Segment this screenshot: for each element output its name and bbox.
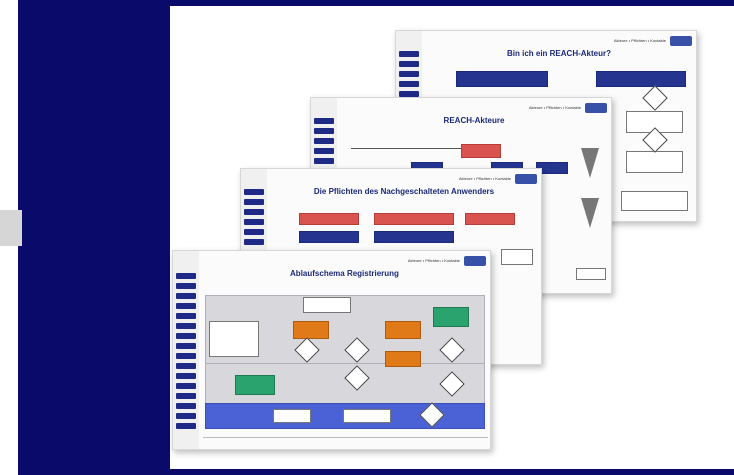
slide-header: Akteure • Pflichten • Kontakte <box>337 102 611 116</box>
slide-header: Akteure • Pflichten • Kontakte <box>267 173 541 187</box>
frame-bottom-border <box>18 469 734 475</box>
slide-sidebar <box>173 251 199 449</box>
breadcrumb: Akteure • Pflichten • Kontakte <box>407 258 460 263</box>
brand-logo-icon <box>670 36 692 46</box>
brand-logo-icon <box>464 256 486 266</box>
slide-title: Die Pflichten des Nachgeschalteten Anwen… <box>313 187 495 196</box>
breadcrumb: Akteure • Pflichten • Kontakte <box>528 105 581 110</box>
slide-title: Ablaufschema Registrierung <box>290 269 399 278</box>
side-tab[interactable] <box>0 210 22 246</box>
slide-header: Akteure • Pflichten • Kontakte <box>422 35 696 49</box>
breadcrumb: Akteure • Pflichten • Kontakte <box>613 38 666 43</box>
breadcrumb: Akteure • Pflichten • Kontakte <box>458 176 511 181</box>
brand-logo-icon <box>585 103 607 113</box>
frame-left-panel <box>18 6 170 475</box>
slide-title: REACH-Akteure <box>443 116 505 125</box>
slide-header: Akteure • Pflichten • Kontakte <box>199 255 490 269</box>
frame-top-border <box>18 0 734 6</box>
brand-logo-icon <box>515 174 537 184</box>
arrow-down-icon <box>581 148 599 178</box>
arrow-down-icon <box>581 198 599 228</box>
slide-title: Bin ich ein REACH-Akteur? <box>506 49 611 58</box>
slide-ablaufschema[interactable]: Akteure • Pflichten • Kontakte Ablaufsch… <box>172 250 491 450</box>
